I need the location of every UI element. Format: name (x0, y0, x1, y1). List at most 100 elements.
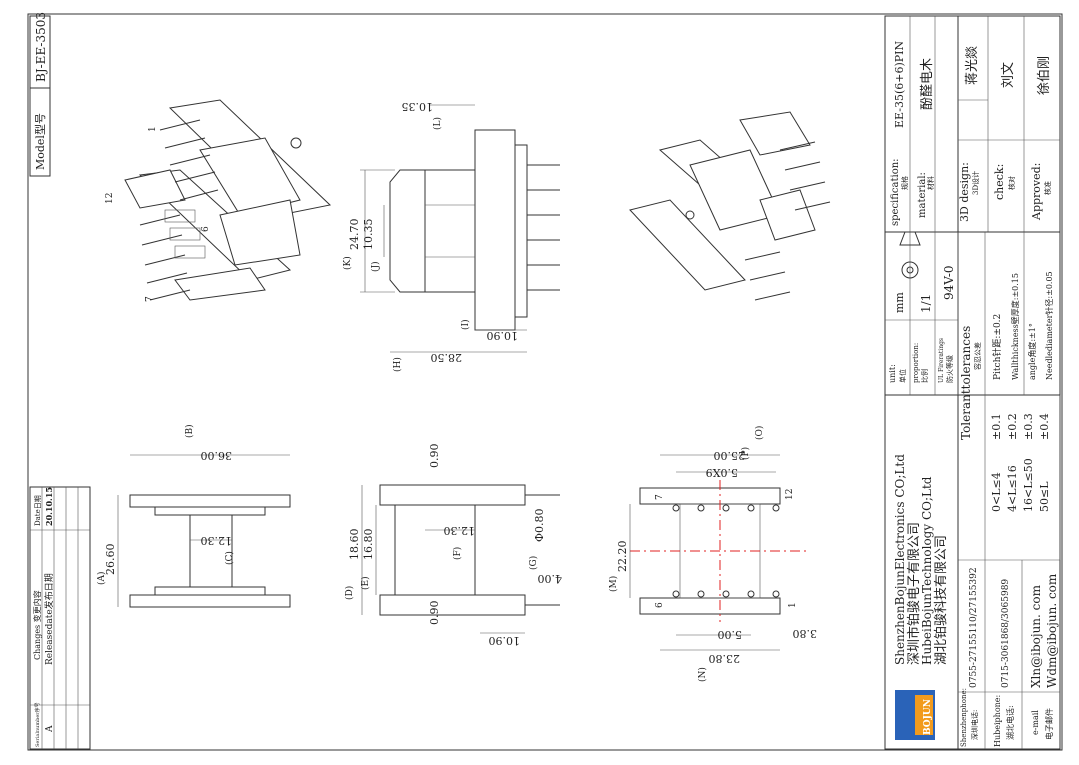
company-line-4: 湖北铂骏科技有限公司 (933, 535, 949, 665)
tol-value-4: ±0.4 (1038, 413, 1051, 440)
footprint-view: 25.00 (O) 5.0X9 (P) (M) 22.20 5.00 23.80… (608, 426, 817, 682)
tol-value-1: ±0.1 (990, 413, 1003, 440)
dim-b: (B) (184, 424, 195, 438)
dim-pitch: 5.00 (718, 628, 743, 641)
dim-f: (F) (452, 547, 463, 560)
dim-m: (M) (608, 576, 619, 592)
tol-range-3: 16<L≤50 (1022, 458, 1035, 512)
dim-d: (D) (344, 586, 355, 600)
material-label: material: (917, 172, 928, 218)
dim-p: (P) (740, 447, 751, 460)
changes-header: Changes 变更内容 (32, 590, 42, 660)
dim-c: (C) (224, 551, 235, 565)
material-sub: 材料 (926, 176, 935, 190)
title-block: specification: 规格 EE-35(6+6)PIN material… (884, 15, 1061, 750)
approved-sub: 核准 (1043, 181, 1052, 195)
dim-e-value: 16.80 (362, 529, 375, 561)
ul-value: 94V-0 (942, 265, 956, 300)
unit-label: unit: (888, 364, 897, 383)
date-value: 20.10.15 (44, 487, 54, 526)
model-value: BJ-EE-3503 (34, 12, 48, 82)
dim-c-value: 12.30 (201, 534, 233, 547)
unit-value: mm (893, 292, 906, 313)
phone-sz-label: Shenzhenphone: (960, 688, 968, 747)
dim-pin-diameter: Φ0.80 (533, 508, 546, 542)
check-label: check: (993, 164, 1006, 200)
iso-view-left: 1 12 6 7 (105, 99, 332, 302)
footprint-pin-6: 6 (655, 602, 665, 608)
logo-text: BOJUN (923, 699, 933, 735)
check-value: 刘文 (1001, 62, 1016, 88)
bojun-logo: BOJUN (895, 690, 935, 740)
sheet-border (27, 13, 1063, 751)
approved-label: Approved: (1030, 163, 1043, 221)
iso-pin-6: 6 (201, 226, 211, 232)
dim-a: (A) (96, 571, 107, 585)
dim-bottom-thickness: 0.90 (428, 601, 441, 626)
dim-l-value: 10.35 (402, 100, 434, 113)
dim-l: (L) (432, 117, 443, 130)
dim-o: (O) (754, 426, 765, 440)
dim-n-value: 23.80 (709, 652, 741, 665)
dim-a-value: 26.60 (104, 544, 117, 576)
dim-h: (H) (392, 357, 403, 372)
iso-pin-12: 12 (105, 193, 115, 204)
date-header: Date日期 (34, 495, 42, 526)
dim-end: 3.80 (793, 627, 818, 640)
note-needle: Needlediameter针径:±0.05 (1044, 271, 1054, 380)
dim-b-value: 36.00 (201, 449, 233, 462)
dim-k: (K) (342, 256, 353, 270)
change-table: Serialnumber序号 Changes 变更内容 Date日期 A Rel… (29, 486, 91, 750)
dim-i-value: 10.90 (487, 329, 519, 342)
dim-j: (J) (370, 261, 381, 272)
dim-pin-length: 10.90 (489, 634, 521, 647)
dim-e: (E) (360, 576, 371, 590)
email-sub: 电子邮件 (1044, 708, 1054, 740)
footprint-pin-7: 7 (655, 494, 665, 500)
tol-range-4: 50≤L (1038, 481, 1051, 512)
tol-value-3: ±0.3 (1022, 413, 1035, 440)
model-box: Model型号 BJ-EE-3503 (29, 12, 51, 177)
approved-value: 徐伯刚 (1037, 56, 1052, 95)
iso-view-right (629, 111, 831, 301)
pin-side-view: 0.90 0.90 (D) 18.60 (E) 16.80 12.30 (F) … (344, 444, 562, 648)
dim-g-value: 4.00 (538, 572, 563, 585)
phone-hb-label: Hubeiphone: (993, 695, 1002, 747)
serial-header: Serialnumber序号 (34, 702, 41, 747)
changes-value: Releasedate发布日期 (43, 573, 55, 665)
company-line-3: HubeiBojunTechnology CO;Ltd (920, 476, 934, 665)
phone-hb-sub: 湖北电话: (1005, 705, 1015, 740)
proportion-value: 1/1 (919, 294, 933, 313)
design-label: 3D design: (958, 162, 971, 222)
check-sub: 核对 (1007, 176, 1016, 190)
tol-sub: 容忍公差 (973, 342, 982, 370)
tol-title: Toleranttolerances (959, 326, 973, 440)
dim-i: (I) (460, 319, 471, 330)
iso-pin-1: 1 (148, 126, 158, 132)
dim-n: (N) (697, 667, 708, 682)
dim-top-thickness: 0.90 (428, 444, 441, 469)
spec-value: EE-35(6+6)PIN (893, 40, 906, 128)
phone-sz-value: 0755-27155110/27155392 (969, 567, 979, 688)
dim-k-value: 24.70 (348, 219, 361, 251)
side-view: 36.00 (B) (A) 26.60 12.30 (C) (96, 424, 291, 608)
tol-value-2: ±0.2 (1006, 413, 1019, 440)
company-line-2: 深圳市铂骏电子有限公司 (906, 522, 922, 665)
proportion-label: proportion: (912, 343, 920, 383)
footprint-pin-12: 12 (785, 489, 795, 500)
email-1: Xln@ibojun. com (1029, 584, 1043, 688)
phone-sz-sub: 深圳电话: (970, 710, 979, 740)
email-label: e-mail (1031, 710, 1040, 735)
model-label: Model型号 (33, 113, 47, 170)
dim-j-value: 10.35 (362, 219, 375, 251)
spec-label: specification: (890, 158, 901, 226)
dim-m-value: 22.20 (616, 541, 629, 573)
dim-g: (G) (528, 556, 539, 570)
dim-o-value: 25.00 (714, 449, 746, 462)
footprint-pin-1: 1 (788, 602, 798, 608)
dim-h-value: 28.50 (431, 351, 463, 364)
note-pitch: Pitch针距:±0.2 (991, 314, 1003, 380)
phone-hb-value: 0715-3061868/3065989 (1001, 579, 1011, 688)
dim-p-value: 5.0X9 (706, 466, 738, 479)
